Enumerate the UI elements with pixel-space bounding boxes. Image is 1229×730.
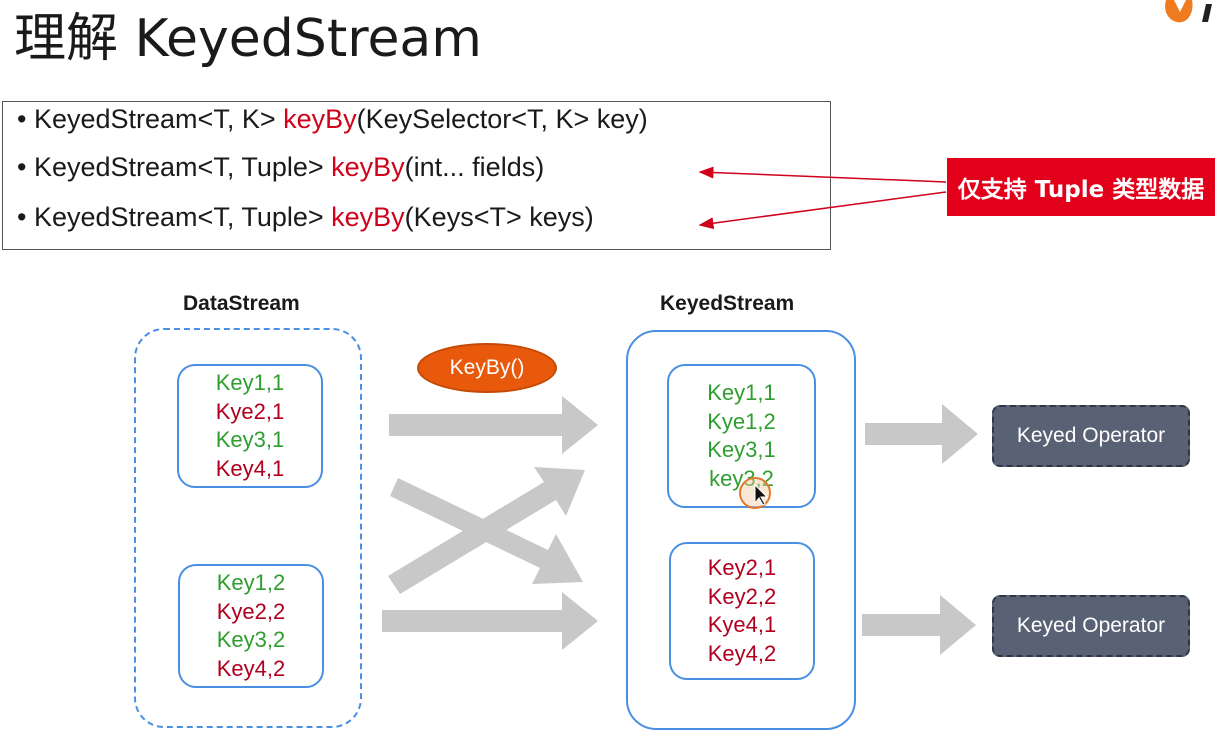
signature-line-1: • KeyedStream<T, K> keyBy(KeySelector<T,… [17,104,648,134]
signature-2-type: KeyedStream<T, Tuple> [33,152,332,182]
record: Key1,2 [216,570,286,595]
record: Key2,2 [707,583,777,609]
record: Key3,1 [215,427,285,452]
callout-pointer-1 [698,166,947,183]
record: Key4,1 [215,455,285,481]
callout-pointer-2 [698,191,947,230]
record: Key4,2 [707,640,777,666]
signature-line-2: • KeyedStream<T, Tuple> keyBy(int... fie… [17,152,545,182]
mouse-cursor-icon [739,477,771,509]
record: Key2,1 [707,555,777,580]
flow-arrow-top-straight [389,396,598,454]
record: Kye2,2 [216,598,286,624]
record: Key1,1 [707,380,776,405]
flow-arrows [382,166,978,655]
signature-list: • KeyedStream<T, K> keyBy(KeySelector<T,… [2,101,831,250]
signature-3-keyword: keyBy [331,202,405,232]
signature-1-keyword: keyBy [283,104,357,134]
record: Kye2,1 [215,398,285,424]
keyby-ellipse: KeyBy() [417,343,557,393]
tuple-only-callout: 仅支持 Tuple 类型数据 [947,158,1215,216]
signature-3-params: (Keys<T> keys) [404,202,594,232]
signature-3-type: KeyedStream<T, Tuple> [33,202,332,232]
signature-1-type: KeyedStream<T, K> [33,104,284,134]
record: Key3,2 [216,627,286,652]
keyedstream-partition-2: Key2,1 Key2,2 Kye4,1 Key4,2 [669,542,815,680]
page-title: 理解 KeyedStream [14,9,482,69]
record: Key3,1 [707,437,776,462]
record: Key4,2 [216,655,286,681]
keyed-operator-2: Keyed Operator [992,595,1190,657]
datastream-partition-1: Key1,1 Kye2,1 Key3,1 Key4,1 [177,364,323,488]
record: Kye1,2 [707,408,776,434]
datastream-partition-2: Key1,2 Kye2,2 Key3,2 Key4,2 [178,564,324,688]
signature-1-params: (KeySelector<T, K> key) [356,104,648,134]
keyedstream-label: KeyedStream [660,292,795,315]
flow-arrow-bottom-straight [382,592,598,650]
operator-arrow-bottom [862,595,976,655]
signature-2-params: (int... fields) [404,152,545,182]
datastream-label: DataStream [183,292,300,315]
record: Kye4,1 [707,612,777,637]
record: Key1,1 [215,370,285,395]
keyedstream-partition-1: Key1,1 Kye1,2 Key3,1 key3,2 [667,364,816,508]
flow-arrow-cross-down [390,478,583,584]
logo-icon [1165,0,1212,23]
signature-2-keyword: keyBy [331,152,405,182]
keyed-operator-1: Keyed Operator [992,405,1190,467]
operator-arrow-top [865,404,978,464]
signature-line-3: • KeyedStream<T, Tuple> keyBy(Keys<T> ke… [17,202,594,232]
